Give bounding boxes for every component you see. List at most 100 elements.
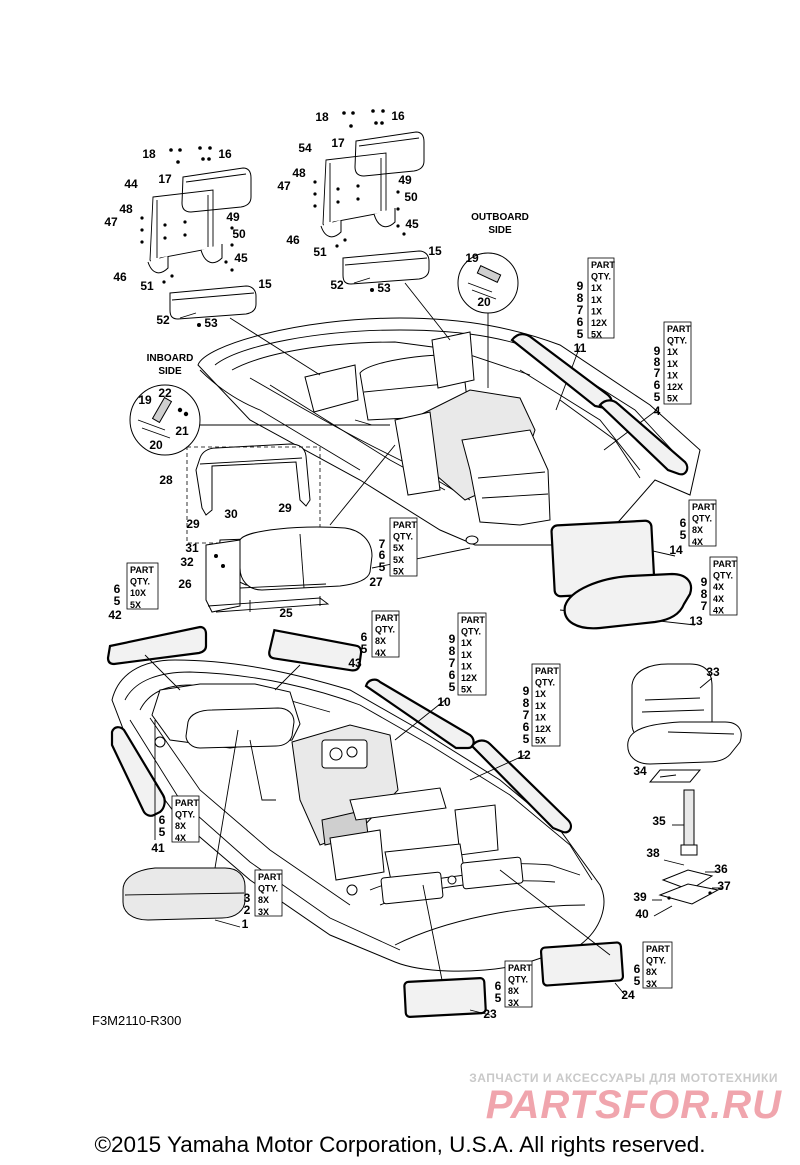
callout-48: 48 bbox=[292, 166, 306, 180]
callout-19: 19 bbox=[138, 393, 152, 407]
part-qty-value: 8X bbox=[258, 895, 269, 905]
callout-9: 9 bbox=[523, 684, 530, 698]
part-qty-header: QTY. bbox=[692, 514, 712, 524]
part-qty-value: 4X bbox=[692, 537, 703, 547]
part-qty-header: QTY. bbox=[591, 272, 611, 282]
part-qty-header: QTY. bbox=[667, 336, 687, 346]
part-qty-header: PART bbox=[393, 520, 417, 530]
part-qty-header: QTY. bbox=[508, 975, 528, 985]
callout-52: 52 bbox=[156, 313, 170, 327]
part-qty-boxes: PARTQTY.1X1X1X12X5XPARTQTY.1X1X1X12X5XPA… bbox=[126, 257, 738, 1008]
part-qty-value: 5X bbox=[667, 394, 678, 404]
part-qty-header: PART bbox=[713, 559, 737, 569]
callout-49: 49 bbox=[226, 210, 240, 224]
diagram-code: F3M2110-R300 bbox=[92, 1013, 181, 1028]
callout-6: 6 bbox=[654, 378, 661, 392]
callout-6: 6 bbox=[495, 979, 502, 993]
callout-44: 44 bbox=[124, 177, 138, 191]
callout-48: 48 bbox=[119, 202, 133, 216]
part-qty-value: 5X bbox=[591, 330, 602, 340]
callout-32: 32 bbox=[180, 555, 194, 569]
callout-4: 4 bbox=[654, 404, 661, 418]
callout-27: 27 bbox=[369, 575, 383, 589]
callout-52: 52 bbox=[330, 278, 344, 292]
callout-34: 34 bbox=[633, 764, 647, 778]
inboard-side-label: SIDE bbox=[158, 366, 182, 377]
part-qty-header: QTY. bbox=[713, 571, 733, 581]
part-qty-value: 12X bbox=[461, 673, 477, 683]
part-qty-value: 1X bbox=[535, 701, 546, 711]
part-qty-value: 1X bbox=[461, 650, 472, 660]
part-qty-value: 8X bbox=[175, 821, 186, 831]
callout-9: 9 bbox=[449, 632, 456, 646]
part-qty-header: QTY. bbox=[393, 532, 413, 542]
callout-15: 15 bbox=[428, 244, 442, 258]
part-qty-header: QTY. bbox=[258, 884, 278, 894]
callout-35: 35 bbox=[652, 814, 666, 828]
part-qty-header: PART bbox=[591, 260, 615, 270]
callout-47: 47 bbox=[277, 179, 291, 193]
callout-10: 10 bbox=[437, 695, 451, 709]
callout-5: 5 bbox=[523, 732, 530, 746]
part-qty-value: 1X bbox=[461, 638, 472, 648]
callout-7: 7 bbox=[449, 656, 456, 670]
part-qty-value: 1X bbox=[535, 689, 546, 699]
callout-18: 18 bbox=[315, 110, 329, 124]
outboard-side-detail bbox=[457, 252, 519, 388]
callout-25: 25 bbox=[279, 606, 293, 620]
part-qty-header: PART bbox=[375, 613, 399, 623]
callout-47: 47 bbox=[104, 215, 118, 229]
callout-53: 53 bbox=[377, 281, 391, 295]
watermark-logo: PARTSFOR.RU bbox=[486, 1083, 782, 1127]
callout-31: 31 bbox=[185, 541, 199, 555]
callout-11: 11 bbox=[574, 341, 587, 355]
callout-40: 40 bbox=[635, 907, 649, 921]
rear-seat-left bbox=[140, 146, 257, 327]
part-qty-value: 8X bbox=[508, 986, 519, 996]
part-qty-value: 4X bbox=[713, 594, 724, 604]
outboard-label: OUTBOARD bbox=[471, 212, 529, 223]
callout-45: 45 bbox=[234, 251, 248, 265]
part-qty-value: 12X bbox=[667, 382, 683, 392]
callout-49: 49 bbox=[398, 173, 412, 187]
callout-6: 6 bbox=[361, 630, 368, 644]
callout-41: 41 bbox=[151, 841, 165, 855]
callout-23: 23 bbox=[483, 1007, 497, 1021]
part-qty-header: PART bbox=[535, 666, 559, 676]
callout-7: 7 bbox=[577, 303, 584, 317]
pedestal-seat bbox=[627, 663, 742, 917]
callout-8: 8 bbox=[577, 291, 584, 305]
callout-20: 20 bbox=[477, 295, 491, 309]
callout-5: 5 bbox=[577, 327, 584, 341]
upper-boat-hull bbox=[197, 317, 701, 546]
callout-7: 7 bbox=[654, 366, 661, 380]
part-qty-value: 1X bbox=[591, 295, 602, 305]
callout-5: 5 bbox=[114, 594, 121, 608]
callout-7: 7 bbox=[523, 708, 530, 722]
callout-3: 3 bbox=[244, 891, 251, 905]
upper-side-pads bbox=[510, 333, 693, 630]
outboard-side-label: SIDE bbox=[488, 225, 512, 236]
part-qty-header: PART bbox=[508, 963, 532, 973]
callout-16: 16 bbox=[218, 147, 232, 161]
part-qty-value: 8X bbox=[646, 967, 657, 977]
callout-36: 36 bbox=[714, 862, 728, 876]
part-qty-value: 3X bbox=[508, 998, 519, 1008]
part-qty-header: QTY. bbox=[130, 577, 150, 587]
part-qty-header: QTY. bbox=[375, 625, 395, 635]
part-qty-header: QTY. bbox=[461, 627, 481, 637]
part-qty-value: 10X bbox=[130, 588, 146, 598]
part-qty-header: PART bbox=[461, 615, 485, 625]
part-qty-value: 1X bbox=[667, 347, 678, 357]
callout-6: 6 bbox=[159, 813, 166, 827]
callout-6: 6 bbox=[379, 548, 386, 562]
part-qty-value: 1X bbox=[667, 359, 678, 369]
